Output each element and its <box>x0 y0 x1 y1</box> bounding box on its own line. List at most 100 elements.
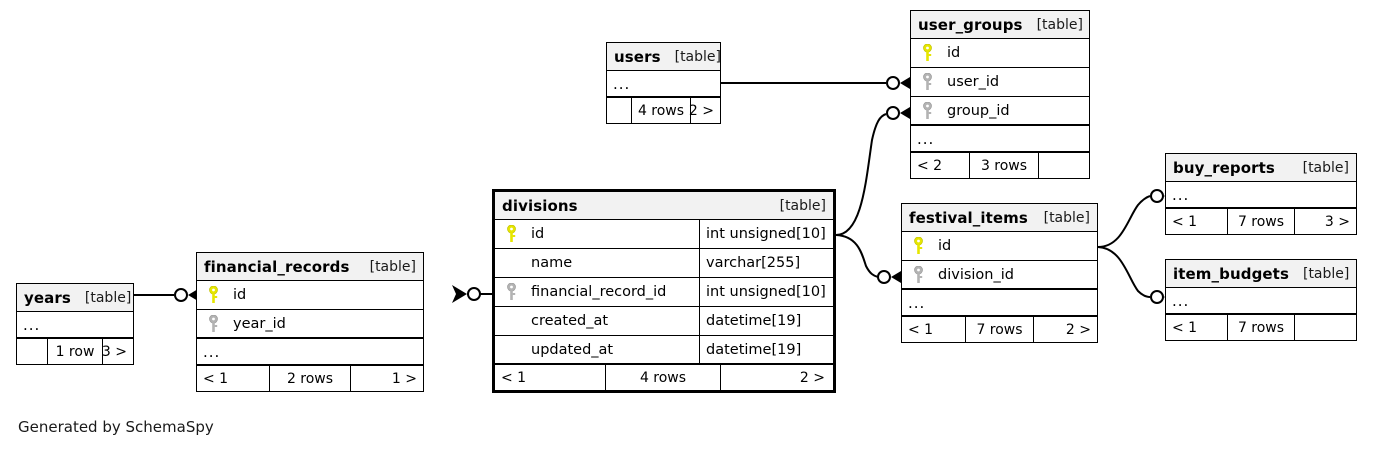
more-columns-indicator-festival_items: ... <box>902 290 1097 317</box>
foreign-key-icon <box>917 73 937 91</box>
column-row: id <box>197 281 423 310</box>
footer-rowcount-financial_records: 2 rows <box>269 366 351 391</box>
table-tag-item_budgets: [table] <box>1302 265 1350 282</box>
edge-users-user_groups <box>721 73 916 93</box>
table-header-years: years [table] <box>17 284 133 312</box>
foreign-key-icon <box>501 283 521 301</box>
generated-by-caption: Generated by SchemaSpy <box>18 418 214 436</box>
table-header-festival_items: festival_items [table] <box>902 204 1097 232</box>
table-footer-festival_items: < 1 7 rows 2 > <box>902 317 1097 342</box>
ellipsis-label: ... <box>1172 185 1190 204</box>
footer-children-financial_records: 1 > <box>391 370 417 387</box>
column-row: year_id <box>197 310 423 339</box>
table-title-users: users <box>614 47 661 66</box>
table-title-buy_reports: buy_reports <box>1173 158 1275 177</box>
footer-rowcount-festival_items: 7 rows <box>965 317 1034 342</box>
column-row: user_id <box>911 68 1089 97</box>
footer-rowcount-user_groups: 3 rows <box>969 153 1039 178</box>
table-tag-years: [table] <box>84 289 132 306</box>
column-row: division_id <box>902 261 1097 290</box>
table-tag-users: [table] <box>674 48 721 65</box>
table-title-festival_items: festival_items <box>909 208 1028 227</box>
footer-rowcount-buy_reports: 7 rows <box>1227 209 1295 234</box>
footer-parents-user_groups: < 2 <box>917 157 943 174</box>
footer-rowcount-users: 4 rows <box>631 98 691 123</box>
ellipsis-label: ... <box>203 342 221 361</box>
column-row: name varchar[255] <box>495 249 833 278</box>
column-name: name <box>531 255 573 271</box>
footer-children-buy_reports: 3 > <box>1324 213 1350 230</box>
column-name: id <box>938 238 952 254</box>
column-type: datetime[19] <box>699 307 833 335</box>
table-node-festival_items[interactable]: festival_items [table] id <box>901 203 1098 343</box>
table-tag-user_groups: [table] <box>1036 16 1083 33</box>
table-header-users: users [table] <box>607 43 721 71</box>
more-columns-indicator-years: ... <box>17 312 133 339</box>
column-row: id <box>911 39 1089 68</box>
table-footer-financial_records: < 1 2 rows 1 > <box>197 366 423 391</box>
footer-children-festival_items: 2 > <box>1065 321 1091 338</box>
primary-key-icon <box>908 237 928 255</box>
more-columns-indicator-item_budgets: ... <box>1166 288 1356 315</box>
primary-key-icon <box>501 225 521 243</box>
column-row: id int unsigned[10] <box>495 220 833 249</box>
footer-parents-years <box>17 339 47 364</box>
column-type: varchar[255] <box>699 249 833 277</box>
table-node-user_groups[interactable]: user_groups [table] id <box>910 10 1090 179</box>
footer-children-users: 2 > <box>688 102 714 119</box>
table-header-financial_records: financial_records [table] <box>197 253 423 281</box>
more-columns-indicator-buy_reports: ... <box>1166 182 1356 209</box>
footer-children-user_groups <box>1039 153 1089 178</box>
table-footer-divisions: < 1 4 rows 2 > <box>495 365 833 390</box>
table-node-buy_reports[interactable]: buy_reports [table] ... < 1 7 rows 3 > <box>1165 153 1357 235</box>
table-tag-festival_items: [table] <box>1043 209 1090 226</box>
column-name: user_id <box>947 74 1000 90</box>
ellipsis-label: ... <box>1172 291 1190 310</box>
table-node-item_budgets[interactable]: item_budgets [table] ... < 1 7 rows <box>1165 259 1357 341</box>
footer-parents-divisions: < 1 <box>501 369 527 386</box>
column-name: division_id <box>938 266 1014 283</box>
foreign-key-icon <box>203 314 223 333</box>
edge-divisions-financial_records <box>451 284 492 304</box>
table-tag-buy_reports: [table] <box>1302 159 1349 176</box>
primary-key-icon <box>203 286 223 304</box>
column-name: id <box>947 45 961 61</box>
column-type: int unsigned[10] <box>699 278 833 306</box>
ellipsis-label: ... <box>908 293 926 312</box>
table-tag-divisions: [table] <box>779 197 826 214</box>
table-title-item_budgets: item_budgets <box>1173 264 1289 283</box>
footer-parents-users <box>607 98 631 123</box>
column-name: updated_at <box>531 341 614 358</box>
table-title-years: years <box>24 288 71 307</box>
column-name: group_id <box>947 102 1010 119</box>
table-title-user_groups: user_groups <box>918 15 1023 34</box>
table-header-buy_reports: buy_reports [table] <box>1166 154 1356 182</box>
foreign-key-icon <box>908 265 928 284</box>
table-header-item_budgets: item_budgets [table] <box>1166 260 1356 288</box>
footer-rowcount-years: 1 row <box>47 339 103 364</box>
column-name: created_at <box>531 313 609 329</box>
table-node-users[interactable]: users [table] ... 4 rows 2 > <box>606 42 721 124</box>
footer-parents-financial_records: < 1 <box>203 370 229 387</box>
footer-children-years: 3 > <box>101 343 127 360</box>
edge-years-financial_records <box>134 285 204 305</box>
column-row: created_at datetime[19] <box>495 307 833 336</box>
more-columns-indicator-financial_records: ... <box>197 339 423 366</box>
column-row: group_id <box>911 97 1089 126</box>
foreign-key-icon <box>917 101 937 120</box>
table-footer-users: 4 rows 2 > <box>607 98 720 123</box>
table-title-financial_records: financial_records <box>204 257 350 276</box>
table-footer-user_groups: < 2 3 rows <box>911 153 1089 178</box>
footer-rowcount-divisions: 4 rows <box>605 365 721 390</box>
table-footer-years: 1 row 3 > <box>17 339 133 364</box>
table-node-divisions[interactable]: divisions [table] id int unsigned[10] <box>492 189 836 393</box>
table-node-years[interactable]: years [table] ... 1 row 3 > <box>16 283 134 365</box>
column-name: financial_record_id <box>531 284 667 300</box>
footer-parents-item_budgets: < 1 <box>1172 319 1198 336</box>
table-footer-item_budgets: < 1 7 rows <box>1166 315 1356 340</box>
primary-key-icon <box>917 44 937 62</box>
table-node-financial_records[interactable]: financial_records [table] id <box>196 252 424 392</box>
footer-rowcount-item_budgets: 7 rows <box>1227 315 1295 340</box>
footer-children-item_budgets <box>1295 315 1356 340</box>
